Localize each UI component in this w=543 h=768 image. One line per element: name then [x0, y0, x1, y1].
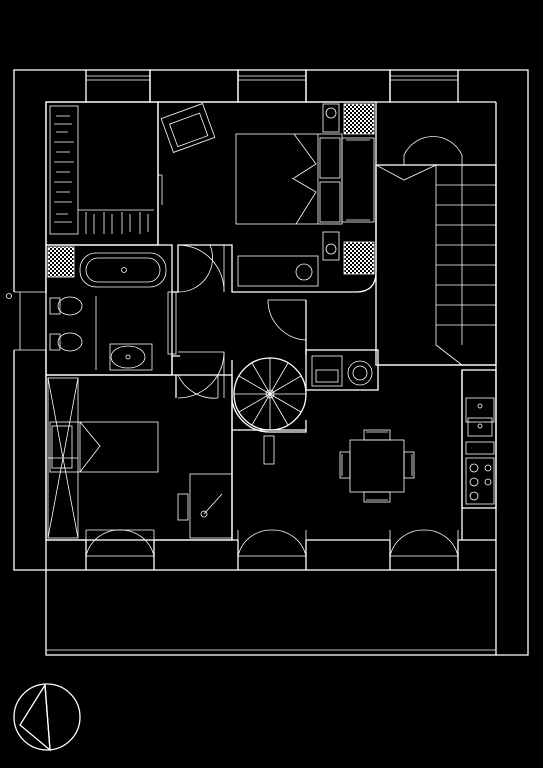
- sink-icon: [311, 355, 343, 387]
- straight-staircase: [375, 136, 497, 366]
- french-door-1: [85, 529, 155, 557]
- drain-icon: [121, 267, 127, 273]
- double-bed: [235, 133, 343, 225]
- desk: [177, 473, 233, 539]
- sink-icon: [109, 343, 153, 371]
- balcony-french-doors: [85, 529, 459, 557]
- chair-icon: [403, 451, 415, 479]
- single-bed: [49, 421, 159, 473]
- bathtub: [79, 252, 167, 288]
- chair-icon: [363, 491, 391, 503]
- column: [343, 241, 375, 275]
- french-door-2: [237, 529, 307, 557]
- french-door-3: [389, 529, 459, 557]
- cooktop-icon: [465, 457, 495, 505]
- door-handle-icon: [6, 293, 12, 299]
- dining-table: [339, 429, 415, 503]
- kitchen-sink-icon: [465, 397, 495, 437]
- exterior-walls: [6, 69, 529, 656]
- chair-icon: [339, 451, 351, 479]
- bidet-icon: [49, 332, 83, 352]
- living-dining: [305, 349, 497, 540]
- chair-icon: [177, 493, 189, 521]
- hall: [171, 300, 307, 540]
- lamp-icon: [325, 243, 337, 255]
- column: [343, 103, 375, 135]
- desk: [237, 255, 319, 287]
- chair-icon: [295, 263, 313, 281]
- walk-in-closet: [45, 101, 159, 246]
- lamp-icon: [325, 107, 337, 119]
- interior-doors: [177, 244, 307, 399]
- chair-icon: [363, 429, 391, 441]
- lamp-icon: [347, 360, 373, 386]
- north-arrow-icon: [13, 682, 81, 752]
- toilet-icon: [49, 296, 83, 316]
- second-bedroom: [45, 374, 233, 541]
- master-bedroom: [157, 101, 377, 293]
- armchair-icon: [160, 103, 216, 153]
- bathroom: [45, 244, 177, 376]
- column: [47, 246, 75, 278]
- balcony: [45, 539, 497, 656]
- spiral-staircase: [231, 357, 307, 465]
- wardrobe: [341, 137, 375, 223]
